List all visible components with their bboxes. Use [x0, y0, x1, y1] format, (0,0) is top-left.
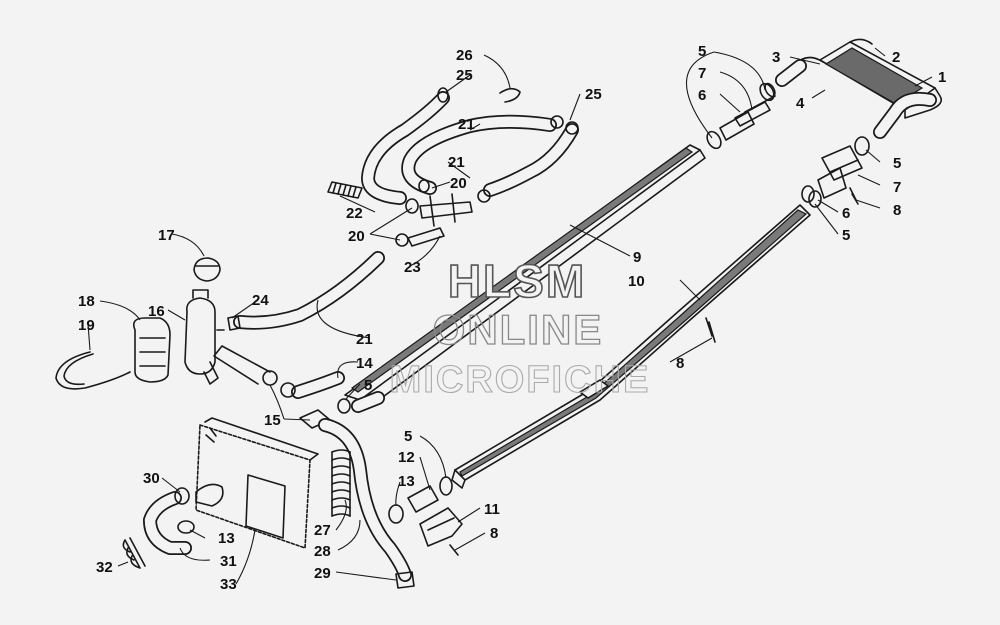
watermark-line-2: ONLINE [433, 306, 604, 353]
watermark: HLSM ONLINE MICROFICHE [389, 254, 651, 401]
callout-29: 29 [314, 565, 331, 582]
callout-8: 8 [893, 202, 901, 219]
callout-19: 19 [78, 317, 95, 334]
callout-31: 31 [220, 553, 237, 570]
middle-couplers [388, 476, 463, 556]
upper-hose-assembly [327, 87, 579, 247]
lower-left-hoses [213, 345, 385, 429]
callout-11: 11 [484, 501, 500, 518]
callout-10: 10 [628, 273, 645, 290]
callout-13: 13 [218, 530, 235, 547]
callout-13: 13 [398, 473, 415, 490]
callout-5: 5 [893, 155, 901, 172]
right-heat-exchanger-10 [451, 204, 811, 489]
watermark-line-3: MICROFICHE [390, 359, 651, 401]
callout-5: 5 [698, 43, 706, 60]
callout-20: 20 [450, 175, 467, 192]
coolant-panel-33 [195, 417, 319, 549]
leader-lines [87, 47, 933, 585]
callout-33: 33 [220, 576, 237, 593]
hose-springs [331, 449, 351, 517]
callout-21: 21 [356, 331, 373, 348]
callout-8: 8 [676, 355, 684, 372]
callout-5: 5 [364, 377, 372, 394]
callout-21: 21 [448, 154, 465, 171]
callout-21: 21 [458, 116, 475, 133]
callout-16: 16 [148, 303, 165, 320]
callout-14: 14 [356, 355, 373, 372]
callout-23: 23 [404, 259, 421, 276]
callout-27: 27 [314, 522, 331, 539]
callout-30: 30 [143, 470, 160, 487]
callout-25: 25 [456, 67, 473, 84]
callout-8: 8 [490, 525, 498, 542]
callout-22: 22 [346, 205, 363, 222]
callout-20: 20 [348, 228, 365, 245]
callout-25: 25 [585, 86, 602, 103]
callout-28: 28 [314, 543, 331, 560]
callout-7: 7 [893, 179, 901, 196]
coolant-reservoir [184, 257, 225, 385]
callout-4: 4 [796, 95, 805, 112]
callout-26: 26 [456, 47, 473, 64]
callout-5: 5 [842, 227, 850, 244]
callout-17: 17 [158, 227, 175, 244]
watermark-line-1: HLSM [448, 255, 586, 307]
callout-12: 12 [398, 449, 415, 466]
right-upper-couplers [706, 59, 807, 150]
left-coolant-hose [122, 483, 224, 569]
callout-32: 32 [96, 559, 113, 576]
callout-3: 3 [772, 49, 780, 66]
callout-6: 6 [842, 205, 850, 222]
reservoir-bracket [55, 317, 171, 390]
callout-2: 2 [892, 49, 900, 66]
callout-labels: 5 7 6 3 2 1 4 5 7 8 6 5 9 10 8 26 25 25 … [78, 43, 946, 593]
callout-15: 15 [264, 412, 281, 429]
return-hose-29 [318, 418, 415, 589]
callout-18: 18 [78, 293, 95, 310]
callout-24: 24 [252, 292, 269, 309]
callout-7: 7 [698, 65, 706, 82]
callout-9: 9 [633, 249, 641, 266]
callout-5: 5 [404, 428, 412, 445]
callout-1: 1 [938, 69, 946, 86]
callout-6: 6 [698, 87, 706, 104]
left-heat-exchanger-9 [344, 144, 706, 409]
coolant-hose-21 [227, 251, 385, 331]
front-heat-exchanger [789, 38, 943, 139]
right-lower-couplers [801, 136, 870, 208]
